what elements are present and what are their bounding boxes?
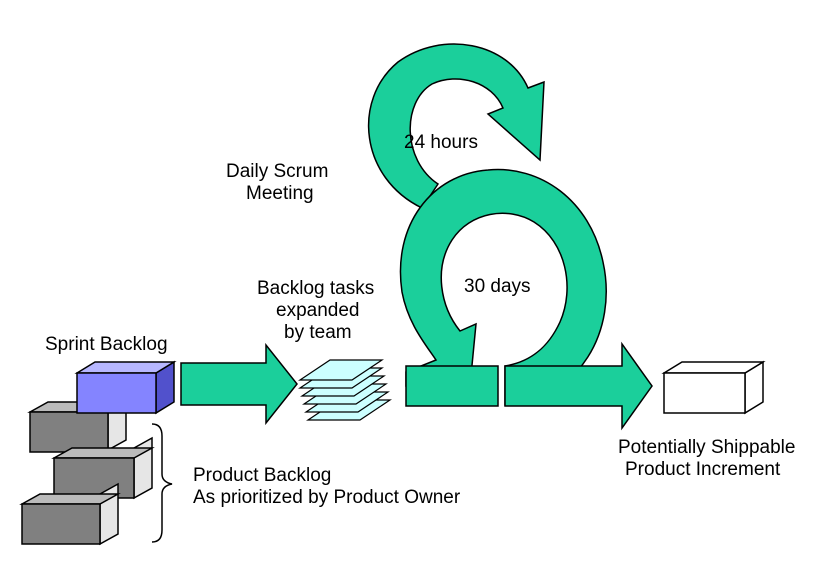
backlog-tasks-label: by team <box>284 322 352 343</box>
product-backlog-stack <box>19 390 155 546</box>
arrow-to-increment <box>504 341 653 431</box>
backlog-task-cards <box>298 359 392 421</box>
product-backlog-label: As prioritized by Product Owner <box>193 487 461 508</box>
sprint-base-block <box>405 365 499 407</box>
increment-label: Potentially Shippable <box>618 437 795 458</box>
product-increment-box <box>661 360 766 415</box>
backlog-tasks-label: Backlog tasks <box>257 278 374 299</box>
arrow-to-tasks <box>180 342 298 426</box>
daily-loop-arrow <box>367 43 545 209</box>
days-label: 30 days <box>464 276 531 297</box>
sprint-backlog-box <box>74 360 177 415</box>
backlog-tasks-label: expanded <box>276 300 359 321</box>
task-card <box>298 359 384 381</box>
sprint-loop-arrow <box>399 168 607 406</box>
hours-label: 24 hours <box>404 132 478 153</box>
product-backlog-brace <box>151 423 173 543</box>
increment-label: Product Increment <box>625 459 781 480</box>
daily-scrum-label: Meeting <box>246 183 314 204</box>
sprint-backlog-label: Sprint Backlog <box>45 334 168 355</box>
backlog-box <box>19 482 121 546</box>
backlog-box <box>51 436 155 500</box>
daily-scrum-label: Daily Scrum <box>226 161 328 182</box>
product-backlog-label: Product Backlog <box>193 465 331 486</box>
